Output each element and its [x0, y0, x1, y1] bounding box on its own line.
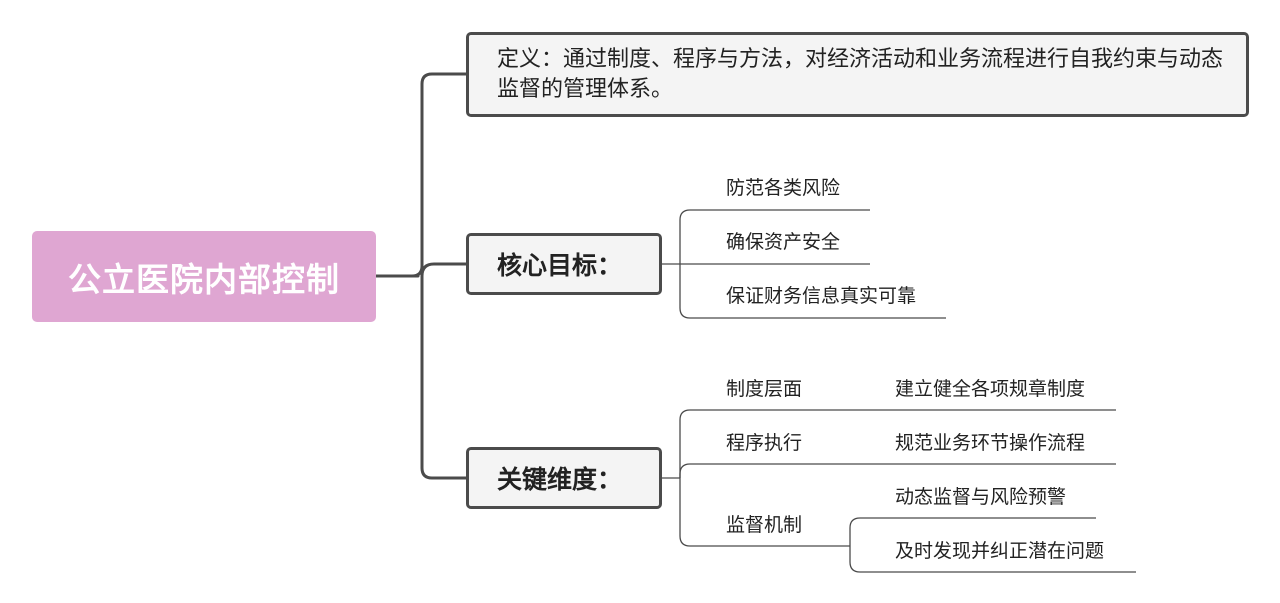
goal-line-3: [679, 264, 946, 319]
goal-line-1: [679, 209, 870, 264]
definition-text: 定义：通过制度、程序与方法，对经济活动和业务流程进行自我约束与动态监督的管理体系…: [497, 47, 1224, 102]
dimension-procedure[interactable]: 程序执行: [726, 432, 803, 454]
dimension-line-3: [679, 478, 850, 547]
dimension-institution[interactable]: 制度层面: [726, 378, 803, 400]
definition-connector: [410, 72, 468, 278]
core-goals-node[interactable]: 核心目标：: [466, 233, 662, 295]
root-node[interactable]: 公立医院内部控制: [32, 231, 376, 322]
definition-box[interactable]: 定义：通过制度、程序与方法，对经济活动和业务流程进行自我约束与动态监督的管理体系…: [466, 32, 1249, 117]
dimension-procedure-detail[interactable]: 规范业务环节操作流程: [895, 432, 1086, 454]
goal-item-1[interactable]: 防范各类风险: [726, 177, 841, 199]
supervision-detail-1[interactable]: 动态监督与风险预警: [895, 486, 1067, 508]
dimension-institution-detail[interactable]: 建立健全各项规章制度: [895, 378, 1086, 400]
supervision-line-1: [849, 517, 1096, 546]
dimension-line-1: [679, 409, 1116, 478]
key-dimensions-node[interactable]: 关键维度：: [466, 447, 662, 509]
goal-item-2[interactable]: 确保资产安全: [726, 231, 841, 253]
key-dimensions-connector: [420, 274, 468, 480]
dimension-supervision[interactable]: 监督机制: [726, 514, 803, 536]
goal-item-3[interactable]: 保证财务信息真实可靠: [726, 285, 917, 307]
root-label: 公立医院内部控制: [68, 259, 340, 299]
core-goals-label: 核心目标：: [497, 251, 623, 280]
supervision-line-2: [849, 546, 1136, 573]
supervision-detail-2[interactable]: 及时发现并纠正潜在问题: [895, 540, 1105, 562]
dimension-line-2: [679, 463, 1116, 478]
core-goals-connector: [420, 262, 468, 278]
key-dimensions-label: 关键维度：: [497, 465, 623, 494]
